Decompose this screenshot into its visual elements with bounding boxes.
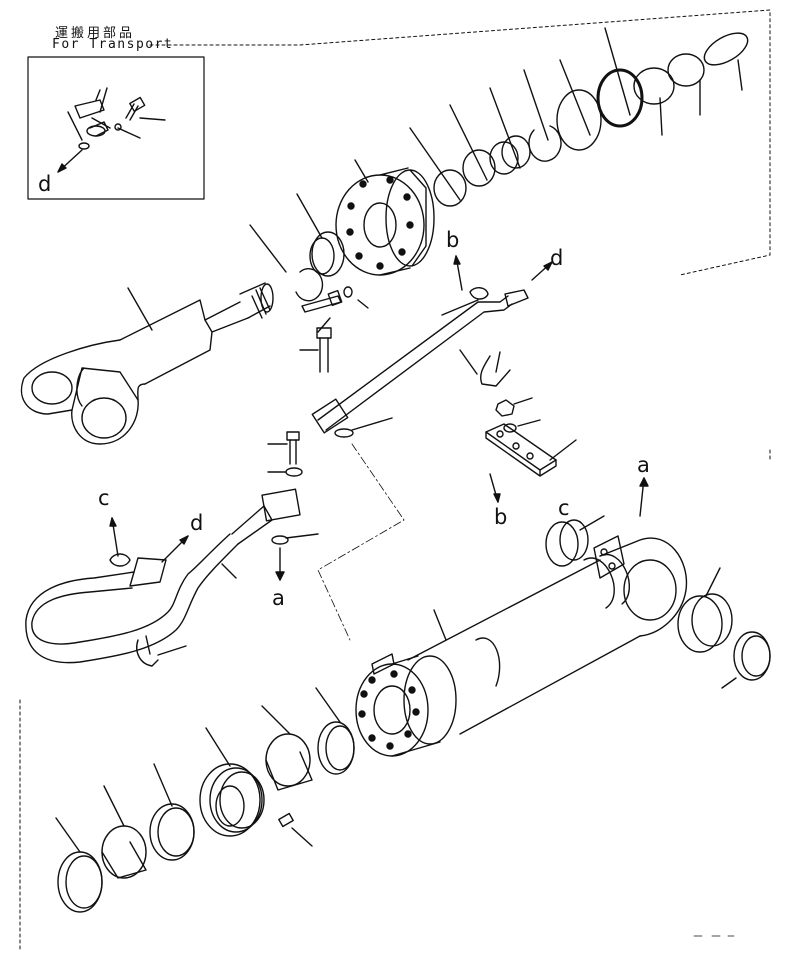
bracket-plate — [486, 398, 576, 502]
piston-seal-stack — [56, 688, 354, 912]
header-title-english: For Transport — [52, 37, 174, 52]
piston-rod — [21, 283, 273, 444]
callout-b-upper: b — [446, 228, 460, 252]
centerline — [318, 444, 404, 640]
pipe-upper — [300, 256, 552, 437]
header-title-japanese: 運搬用部品 — [55, 26, 136, 41]
callout-a-right: a — [637, 453, 650, 477]
callout-c-right: c — [558, 496, 570, 520]
callout-d-left: d — [190, 511, 204, 535]
callout-a-left: a — [272, 586, 285, 610]
frame-boundary — [20, 10, 770, 950]
cylinder-tube — [356, 478, 770, 756]
seal-ring-stack — [410, 27, 753, 206]
callout-d-transport: d — [38, 172, 52, 196]
pipe-lower — [26, 432, 318, 666]
callout-d-upper: d — [550, 246, 564, 270]
callout-b-lower: b — [494, 505, 508, 529]
cylinder-head-flange — [250, 160, 434, 332]
transport-parts-inset — [28, 57, 204, 199]
callout-c-left: c — [98, 486, 110, 510]
